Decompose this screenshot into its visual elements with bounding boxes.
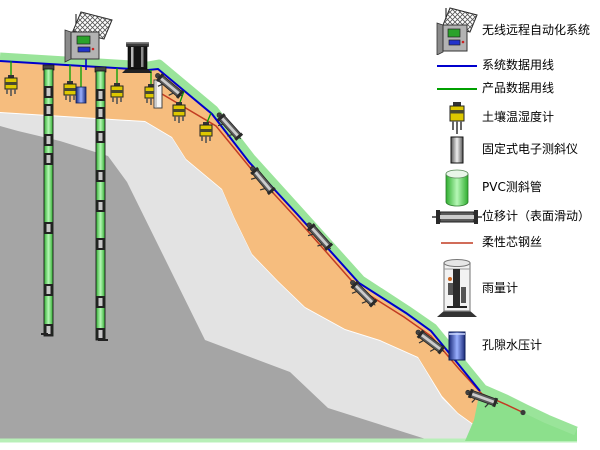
legend-item-pvc-casing: PVC测斜管	[432, 168, 542, 208]
rain-gauge-icon	[432, 257, 482, 321]
legend-item-rain-gauge: 雨量计	[432, 256, 518, 322]
inclinometer-casing-1	[41, 64, 55, 337]
blue-line-icon	[432, 63, 482, 69]
rain-gauge	[122, 42, 152, 73]
legend-item-displacement-meter: 位移计（表面滑动）	[432, 207, 590, 227]
green-line-icon	[432, 86, 482, 92]
red-line-icon	[432, 240, 482, 246]
legend-label: PVC测斜管	[482, 180, 542, 195]
wireless-station	[64, 11, 113, 70]
pore-pressure-meter	[75, 86, 87, 104]
legend-label: 固定式电子测斜仪	[482, 142, 579, 157]
legend-item-pore-pressure-meter: 孔隙水压计	[432, 329, 542, 363]
legend-item-soil-temp-humidity: 土壤温湿度计	[432, 101, 554, 135]
legend-label: 系统数据用线	[482, 58, 555, 73]
inclinometer-casing-2	[94, 66, 108, 341]
legend-item-flexible-steel-wire: 柔性芯钢丝	[432, 236, 542, 250]
pore-pressure-icon	[432, 330, 482, 362]
wireless-station-icon	[432, 7, 482, 55]
ground-base-strip	[0, 438, 577, 443]
legend-label: 产品数据用线	[482, 81, 555, 96]
bedrock-layer	[0, 126, 432, 441]
legend-label: 柔性芯钢丝	[482, 235, 543, 250]
legend-label: 无线远程自动化系统	[482, 23, 591, 38]
legend-label: 位移计（表面滑动）	[482, 209, 591, 224]
legend-item-system-data-cable: 系统数据用线	[432, 58, 554, 74]
legend-label: 土壤温湿度计	[482, 110, 555, 125]
anchor-post	[153, 79, 163, 109]
legend-item-fixed-inclinometer: 固定式电子测斜仪	[432, 135, 578, 165]
legend-item-product-data-cable: 产品数据用线	[432, 81, 554, 97]
system-data-cable	[0, 60, 481, 392]
legend-label: 雨量计	[482, 281, 519, 296]
legend-label: 孔隙水压计	[482, 338, 543, 353]
vegetation-surface-band	[0, 52, 578, 436]
inclinometer-icon	[432, 136, 482, 164]
displacement-meter-icon	[432, 208, 482, 226]
legend-item-wireless-remote-system: 无线远程自动化系统	[432, 7, 591, 55]
soil-sensor-icon	[432, 101, 482, 135]
pvc-casing-icon	[432, 168, 482, 208]
